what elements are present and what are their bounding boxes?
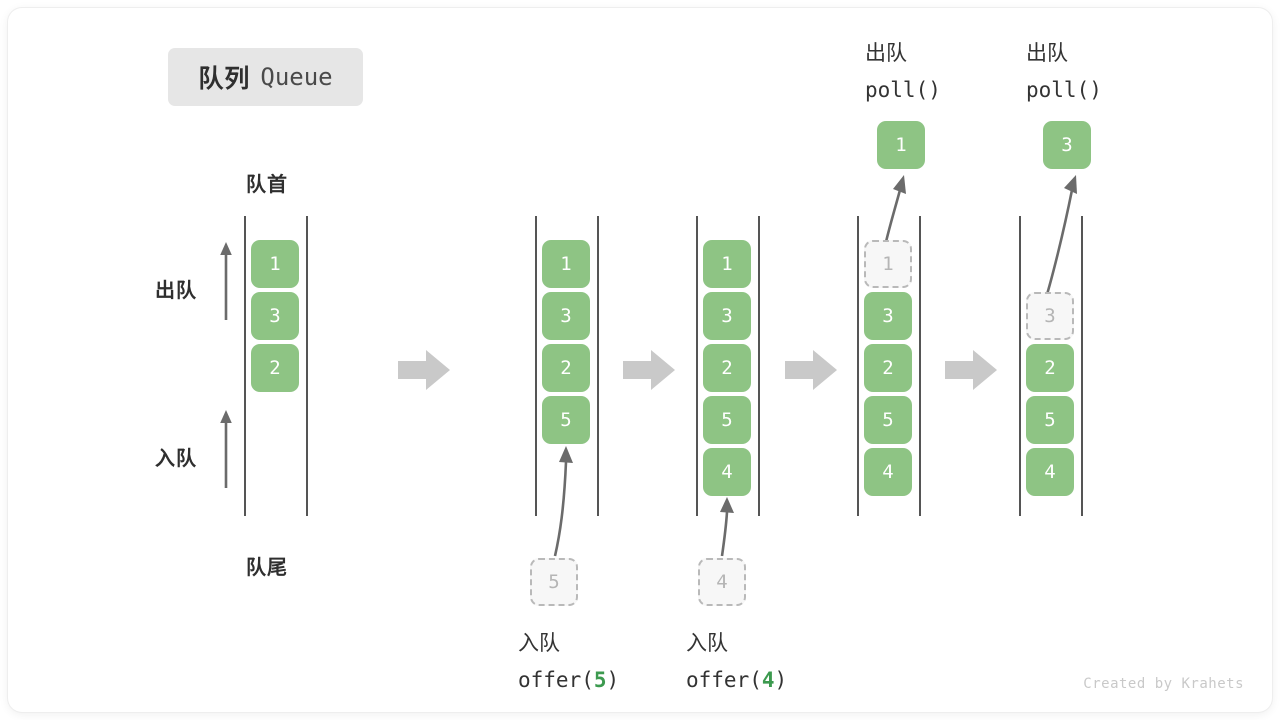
queue-cell: 2 [251,344,299,392]
queue-rail-left [535,216,537,516]
dequeue-direction-label: 出队 [155,280,197,302]
offer-caption: 入队 offer(5) [518,626,619,699]
queue-rail-left [1019,216,1021,516]
enqueue-direction-arrow-icon [220,410,232,488]
queue-cell: 3 [542,292,590,340]
queue-cell: 2 [864,344,912,392]
queue-outgoing-ghost: 1 [864,240,912,288]
queue-incoming-ghost: 4 [698,558,746,606]
offer-caption: 入队 offer(4) [686,626,787,699]
queue-rail-right [597,216,599,516]
queue-cell: 3 [251,292,299,340]
queue-rail-left [696,216,698,516]
queue-cell: 5 [864,396,912,444]
queue-cell: 5 [703,396,751,444]
queue-polled-element: 1 [877,121,925,169]
title-badge: 队列 Queue [168,48,363,106]
queue-cell: 1 [542,240,590,288]
offer-caption-fn-pre: offer( [686,668,762,692]
queue-rail-right [306,216,308,516]
step-arrow-icon [398,350,450,390]
poll-header-cn: 出队 [865,42,907,65]
offer-caption-fn-post: ) [606,668,620,692]
queue-cell-new: 4 [703,448,751,496]
queue-rail-right [919,216,921,516]
diagram-canvas: 队列 Queue 队首 出队 入队 1 3 2 队尾 1 3 2 5 5 入队 … [8,8,1272,712]
poll-header-fn: poll() [1026,78,1102,102]
dequeue-direction-arrow-icon [220,242,232,320]
step-arrow-icon [623,350,675,390]
offer-caption-cn: 入队 [518,632,560,655]
queue-tail-label: 队尾 [246,557,288,579]
watermark: Created by Krahets [1083,676,1244,692]
queue-cell: 5 [1026,396,1074,444]
queue-cell-new: 5 [542,396,590,444]
queue-cell: 3 [864,292,912,340]
queue-cell: 1 [703,240,751,288]
queue-head-label: 队首 [246,174,288,196]
offer-caption-arg: 4 [761,668,775,692]
queue-cell: 2 [703,344,751,392]
enqueue-direction-label: 入队 [155,448,197,470]
queue-cell: 4 [1026,448,1074,496]
enqueue-motion-arrow-icon [553,446,573,557]
poll-header-fn: poll() [865,78,941,102]
title-cn: 队列 [198,65,251,93]
poll-header: 出队 poll() [865,36,941,109]
queue-polled-element: 3 [1043,121,1091,169]
queue-rail-right [758,216,760,516]
offer-caption-fn-post: ) [774,668,788,692]
poll-header-cn: 出队 [1026,42,1068,65]
step-arrow-icon [785,350,837,390]
poll-header: 出队 poll() [1026,36,1102,109]
queue-cell: 2 [542,344,590,392]
queue-rail-right [1081,216,1083,516]
offer-caption-cn: 入队 [686,632,728,655]
queue-cell: 4 [864,448,912,496]
title-en: Queue [260,63,333,91]
queue-rail-left [857,216,859,516]
queue-cell: 2 [1026,344,1074,392]
queue-outgoing-ghost: 3 [1026,292,1074,340]
enqueue-motion-arrow-icon [720,497,734,557]
queue-cell: 3 [703,292,751,340]
queue-incoming-ghost: 5 [530,558,578,606]
step-arrow-icon [945,350,997,390]
queue-rail-left [244,216,246,516]
offer-caption-fn-pre: offer( [518,668,594,692]
queue-cell: 1 [251,240,299,288]
offer-caption-arg: 5 [593,668,607,692]
